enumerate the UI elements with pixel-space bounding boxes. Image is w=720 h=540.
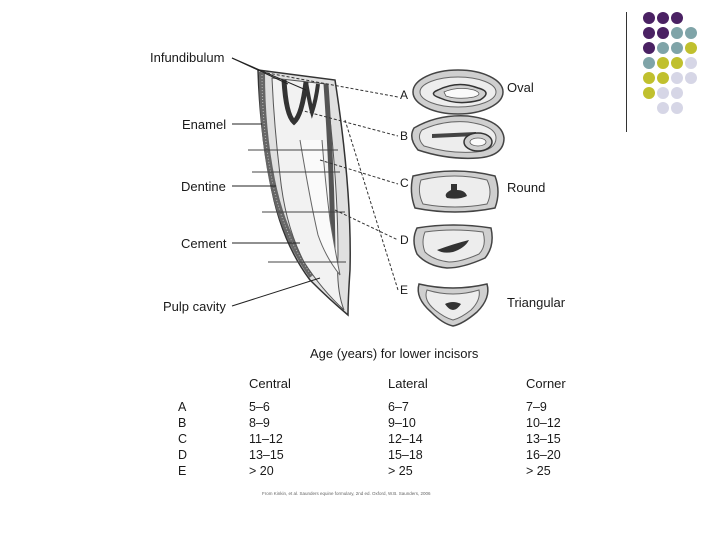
table-cell: > 25 [388, 464, 413, 478]
label-pulp-cavity: Pulp cavity [163, 299, 226, 314]
table-cell: 13–15 [526, 432, 561, 446]
table-cell: 11–12 [249, 432, 283, 446]
table-title: Age (years) for lower incisors [310, 346, 479, 361]
table-cell: 16–20 [526, 448, 561, 462]
decorative-dot [643, 72, 655, 84]
decorative-dot [643, 87, 655, 99]
section-letter-e: E [400, 283, 409, 297]
decorative-dot [643, 57, 655, 69]
decorative-dot [685, 72, 697, 84]
table-row-letter: B [178, 416, 187, 430]
decorative-dot [685, 27, 697, 39]
infundibulum-shape [281, 79, 309, 126]
shape-name-round: Round [507, 180, 546, 195]
label-cement: Cement [181, 236, 227, 251]
decorative-dot [657, 27, 669, 39]
cross-section-c [410, 170, 499, 213]
decorative-dot [671, 87, 683, 99]
table-cell: > 20 [249, 464, 274, 478]
col-header-central: Central [249, 376, 291, 391]
table-cell: 6–7 [388, 400, 409, 414]
decorative-dot [685, 42, 697, 54]
decorative-dot [657, 42, 669, 54]
decorative-dot [671, 102, 683, 114]
decorative-dot [643, 12, 655, 24]
section-letter-c: C [400, 176, 409, 190]
section-letter-b: B [400, 129, 409, 143]
table-cell: 15–18 [388, 448, 423, 462]
table-cell: 7–9 [526, 400, 547, 414]
table-cell: 12–14 [388, 432, 423, 446]
section-letter-d: D [400, 233, 409, 247]
decorative-dot [643, 42, 655, 54]
decorative-dot [657, 87, 669, 99]
section-letter-a: A [400, 88, 409, 102]
table-cell: 8–9 [249, 416, 270, 430]
table-row-letter: A [178, 400, 187, 414]
col-header-corner: Corner [526, 376, 566, 391]
table-row-letter: E [178, 464, 187, 478]
cross-section-e [417, 283, 489, 327]
table-cell: 5–6 [249, 400, 270, 414]
decorative-dot [671, 42, 683, 54]
decorative-dot [657, 102, 669, 114]
table-row-letter: C [178, 432, 188, 446]
table-row-letter: D [178, 448, 188, 462]
decorative-dot [671, 72, 683, 84]
decorative-dot [657, 72, 669, 84]
cross-section-b [411, 115, 505, 160]
decorative-dot [657, 57, 669, 69]
cross-section-d [413, 224, 493, 269]
shape-name-oval: Oval [507, 80, 534, 95]
decorative-dot [685, 57, 697, 69]
table-cell: 9–10 [388, 416, 416, 430]
label-enamel: Enamel [182, 117, 227, 132]
shape-name-triangular: Triangular [507, 295, 566, 310]
table-cell: 13–15 [249, 448, 284, 462]
label-infundibulum: Infundibulum [150, 50, 225, 65]
credit-line: From Kinkin, et al. Saunders equine form… [262, 491, 431, 496]
table-cell: > 25 [526, 464, 551, 478]
vertical-divider [626, 12, 627, 132]
decorative-dot [643, 27, 655, 39]
col-header-lateral: Lateral [388, 376, 428, 391]
decorative-dot [657, 12, 669, 24]
decorative-dot [671, 12, 683, 24]
table-cell: 10–12 [526, 416, 561, 430]
decorative-dot [671, 57, 683, 69]
cross-section-a [412, 69, 504, 115]
pulp-cavity-shape [299, 139, 341, 276]
label-dentine: Dentine [181, 179, 226, 194]
decorative-dot [671, 27, 683, 39]
